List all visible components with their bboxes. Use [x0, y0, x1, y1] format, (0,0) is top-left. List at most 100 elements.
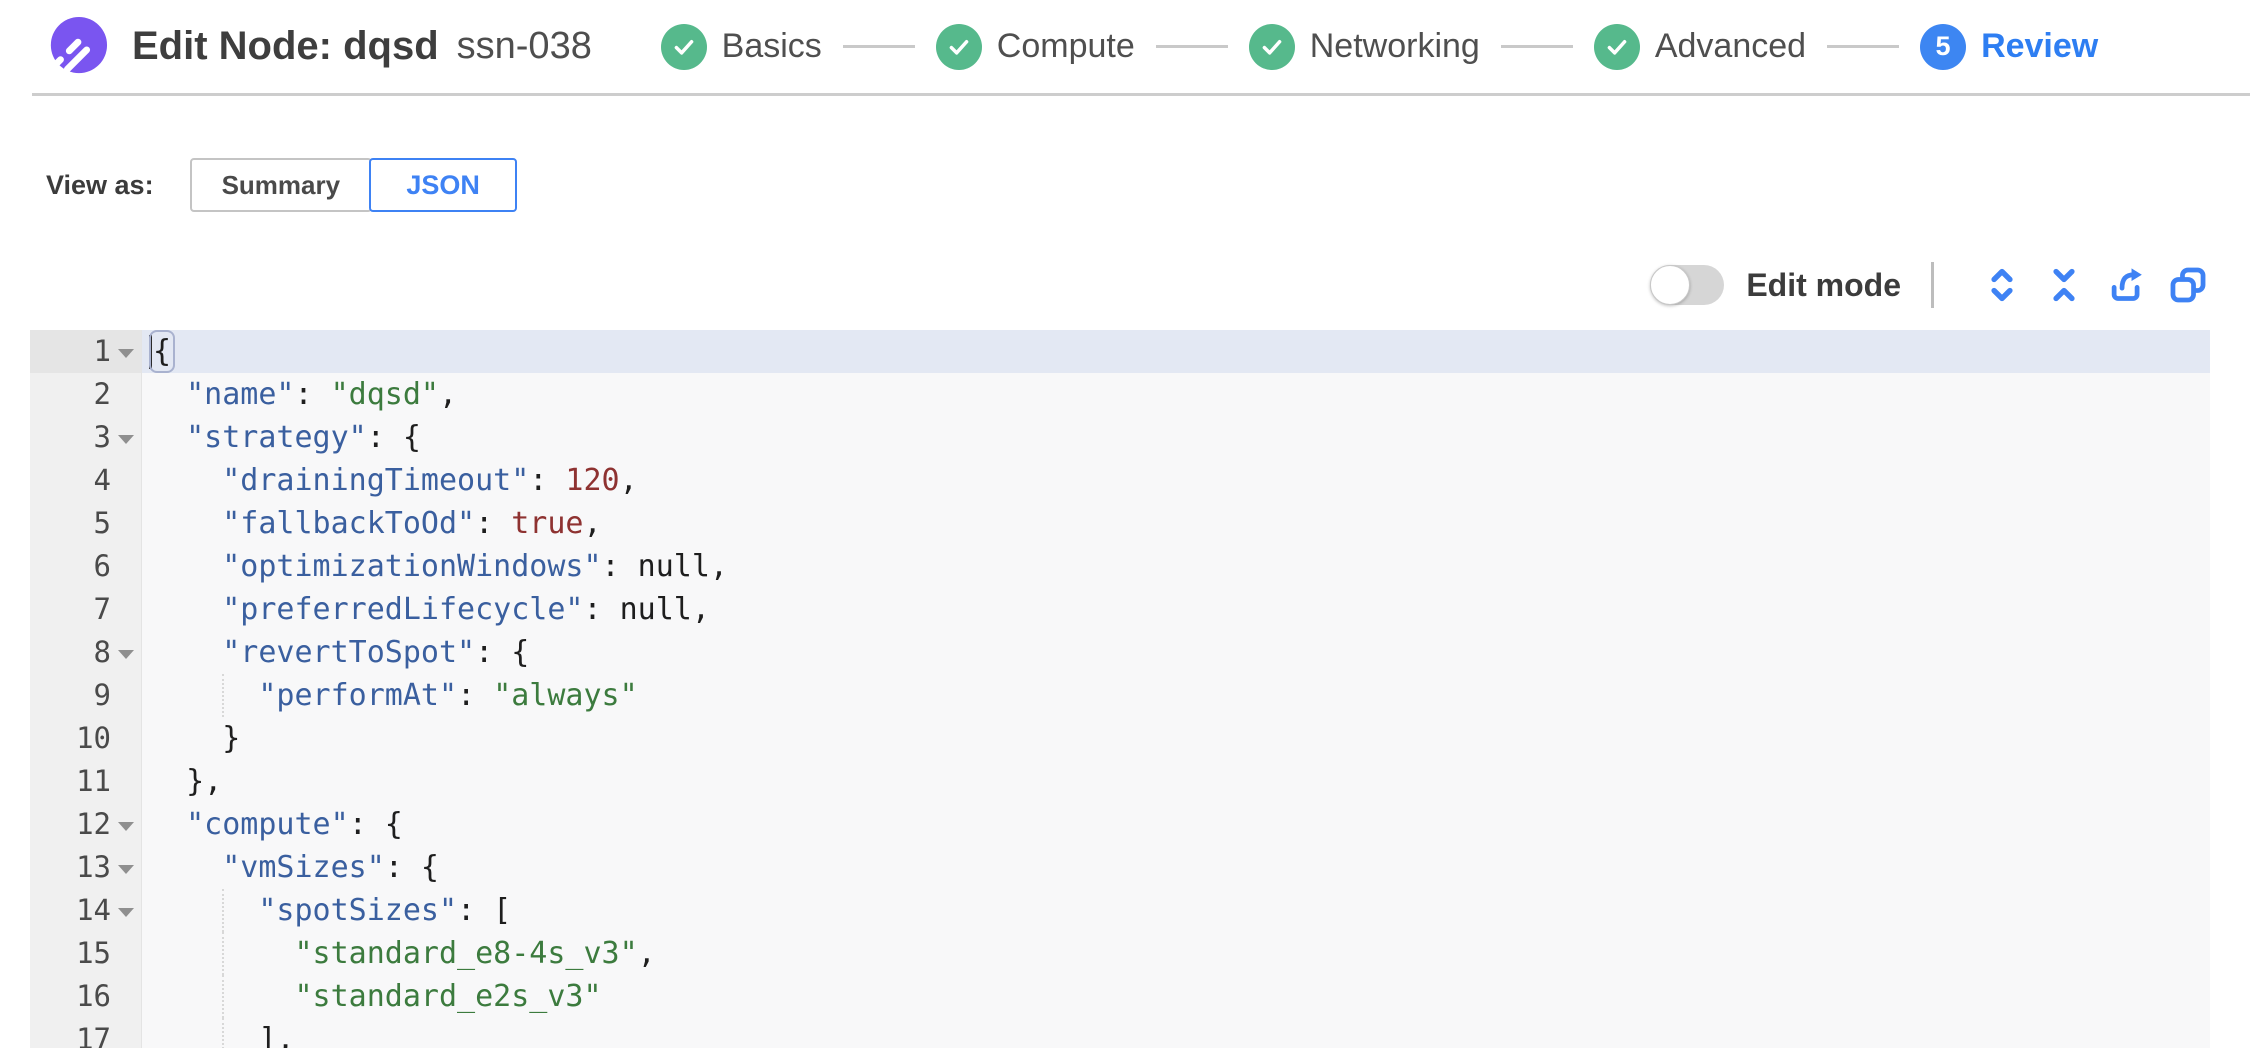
editor-toolbar: Edit mode: [1650, 260, 2210, 310]
indent-guide: [222, 975, 224, 1018]
step-number: 5: [1935, 31, 1951, 61]
collapse-all-icon[interactable]: [2042, 263, 2086, 307]
expand-all-icon[interactable]: [1980, 263, 2024, 307]
line-number: 17: [30, 1018, 142, 1048]
step-number-badge: 5: [1920, 23, 1967, 70]
editor-line[interactable]: 4 "drainingTimeout": 120,: [30, 459, 2210, 502]
code-content[interactable]: "standard_e2s_v3": [142, 975, 2210, 1018]
editor-line[interactable]: 14 "spotSizes": [: [30, 889, 2210, 932]
fold-toggle-icon[interactable]: [118, 865, 134, 874]
fold-toggle-icon[interactable]: [118, 435, 134, 444]
step-label: Basics: [721, 27, 822, 65]
step-review[interactable]: 5 Review: [1920, 23, 2099, 70]
step-label: Review: [1981, 27, 2099, 65]
step-connector: [1500, 45, 1573, 48]
line-number: 16: [30, 975, 142, 1018]
editor-line[interactable]: 2 "name": "dqsd",: [30, 373, 2210, 416]
line-number: 14: [30, 889, 142, 932]
indent-guide: [222, 674, 224, 717]
editor-line[interactable]: 9 "performAt": "always": [30, 674, 2210, 717]
step-label: Networking: [1309, 27, 1480, 65]
line-number: 5: [30, 502, 142, 545]
editor-line[interactable]: 15 "standard_e8-4s_v3",: [30, 932, 2210, 975]
export-icon[interactable]: [2104, 263, 2148, 307]
step-advanced[interactable]: Advanced: [1593, 23, 1807, 70]
code-content[interactable]: "vmSizes": {: [222, 850, 439, 885]
step-check-icon: [1248, 23, 1295, 70]
step-basics[interactable]: Basics: [660, 23, 822, 70]
editor-line[interactable]: 7 "preferredLifecycle": null,: [30, 588, 2210, 631]
code-content[interactable]: "name": "dqsd",: [186, 377, 458, 412]
code-content[interactable]: }: [150, 721, 241, 756]
line-number: 4: [30, 459, 142, 502]
view-as-json-button[interactable]: JSON: [369, 158, 518, 212]
wizard-stepper: Basics Compute Networking Advanced 5 Review: [660, 23, 2250, 70]
text-cursor: [149, 335, 152, 369]
code-content[interactable]: "standard_e8-4s_v3",: [142, 932, 2210, 975]
editor-line[interactable]: 16 "standard_e2s_v3": [30, 975, 2210, 1018]
code-content[interactable]: "revertToSpot": {: [222, 635, 530, 670]
json-editor[interactable]: 1{2 "name": "dqsd",3 "strategy": {4 "dra…: [30, 330, 2210, 1048]
code-content[interactable]: "spotSizes": [: [142, 889, 2210, 932]
indent-guide: [222, 1018, 224, 1048]
step-label: Compute: [996, 27, 1135, 65]
editor-line[interactable]: 6 "optimizationWindows": null,: [30, 545, 2210, 588]
editor-line[interactable]: 13 "vmSizes": {: [30, 846, 2210, 889]
indent-guide: [222, 932, 224, 975]
editor-line[interactable]: 11 },: [30, 760, 2210, 803]
line-number: 7: [30, 588, 142, 631]
step-networking[interactable]: Networking: [1248, 23, 1480, 70]
fold-toggle-icon[interactable]: [118, 349, 134, 358]
editor-line[interactable]: 10 }: [30, 717, 2210, 760]
code-content[interactable]: ],: [142, 1018, 2210, 1048]
line-number: 12: [30, 803, 142, 846]
line-number: 8: [30, 631, 142, 674]
step-compute[interactable]: Compute: [935, 23, 1135, 70]
node-id: ssn-038: [456, 25, 592, 67]
editor-line[interactable]: 3 "strategy": {: [30, 416, 2210, 459]
code-content[interactable]: "strategy": {: [186, 420, 421, 455]
step-connector: [1827, 45, 1900, 48]
toggle-knob: [1650, 265, 1691, 305]
indent-guide: [222, 889, 224, 932]
step-label: Advanced: [1654, 27, 1807, 65]
step-check-icon: [1593, 23, 1640, 70]
fold-toggle-icon[interactable]: [118, 650, 134, 659]
line-number: 13: [30, 846, 142, 889]
code-content[interactable]: "fallbackToOd": true,: [222, 506, 602, 541]
step-connector: [842, 45, 915, 48]
editor-line[interactable]: 17 ],: [30, 1018, 2210, 1048]
editor-line[interactable]: 1{: [30, 330, 2210, 373]
view-as-summary-button[interactable]: Summary: [189, 158, 373, 212]
editor-line[interactable]: 12 "compute": {: [30, 803, 2210, 846]
code-content[interactable]: "compute": {: [186, 807, 403, 842]
toolbar-divider: [1931, 262, 1934, 308]
line-number: 15: [30, 932, 142, 975]
step-connector: [1155, 45, 1228, 48]
line-number: 1: [30, 330, 142, 373]
code-content[interactable]: "preferredLifecycle": null,: [222, 592, 710, 627]
code-content[interactable]: "drainingTimeout": 120,: [222, 463, 638, 498]
fold-toggle-icon[interactable]: [118, 822, 134, 831]
line-number: 9: [30, 674, 142, 717]
view-as-label: View as:: [46, 169, 154, 200]
fold-toggle-icon[interactable]: [118, 908, 134, 917]
line-number: 2: [30, 373, 142, 416]
line-number: 11: [30, 760, 142, 803]
step-check-icon: [660, 23, 707, 70]
line-number: 6: [30, 545, 142, 588]
view-as-control: View as: Summary JSON: [46, 158, 518, 212]
editor-line[interactable]: 8 "revertToSpot": {: [30, 631, 2210, 674]
edit-mode-toggle[interactable]: [1650, 265, 1725, 305]
editor-line[interactable]: 5 "fallbackToOd": true,: [30, 502, 2210, 545]
code-content[interactable]: "performAt": "always": [142, 674, 2210, 717]
edit-mode-label: Edit mode: [1746, 266, 1901, 303]
code-content[interactable]: {: [142, 330, 2210, 373]
spot-logo-icon: [49, 16, 108, 73]
line-number: 10: [30, 717, 142, 760]
copy-icon[interactable]: [2166, 263, 2210, 307]
wizard-header: Edit Node: dqsd ssn-038 Basics Compute Net…: [0, 0, 2250, 96]
code-content[interactable]: },: [150, 764, 223, 799]
code-content[interactable]: "optimizationWindows": null,: [222, 549, 728, 584]
page-title: Edit Node: dqsd: [132, 24, 439, 68]
